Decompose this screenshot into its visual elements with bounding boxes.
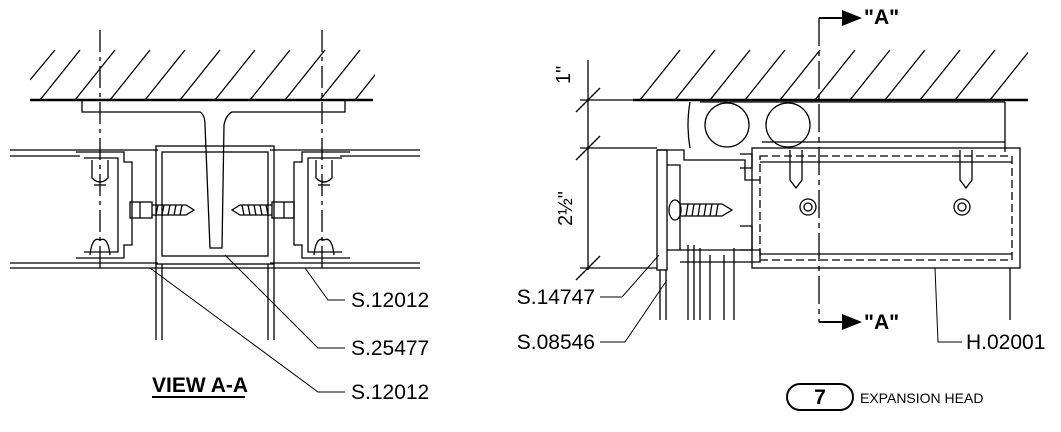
right-callout-2: S.08546 [517, 331, 595, 354]
head-channel-hole-1 [799, 198, 817, 216]
detail-number-tag [786, 383, 854, 411]
left-top-clip [91, 160, 109, 183]
backer-rod-2 [765, 102, 811, 148]
mullion-profile [657, 149, 760, 181]
detail-title: EXPANSION HEAD [860, 390, 983, 406]
right-callout-3: H.02001 [966, 331, 1045, 354]
left-callout-3: S.12012 [351, 381, 429, 404]
backer-rod-1 [704, 102, 750, 148]
left-screw [129, 201, 196, 219]
left-ceiling-hatch [30, 49, 375, 100]
left-leader-1 [304, 267, 345, 301]
section-mark-bottom: "A" [864, 311, 899, 334]
head-channel-hole-2 [953, 198, 971, 216]
left-bottom-clip [89, 238, 111, 256]
right-callout-1: S.14747 [517, 286, 595, 309]
dimension-top: 1" [553, 66, 575, 84]
right-leader-3 [934, 267, 962, 343]
left-channel-profile [76, 151, 133, 259]
right-top-clip [315, 160, 333, 183]
right-leader-1 [600, 254, 660, 298]
right-ceiling-hatch [639, 49, 1028, 100]
left-callout-1: S.12012 [351, 289, 429, 312]
right-view [575, 10, 1028, 411]
head-channel [751, 147, 1021, 269]
left-leader-2 [224, 254, 345, 349]
right-bottom-clip [313, 238, 335, 256]
detail-number: 7 [814, 386, 826, 409]
dimension-main: 2½" [555, 191, 577, 226]
view-title: VIEW A-A [152, 374, 248, 397]
section-mark-top: "A" [864, 6, 899, 29]
anchor-tee [81, 101, 346, 249]
left-view [10, 30, 420, 393]
mullion-screw [668, 199, 734, 221]
right-leader-2 [600, 279, 668, 343]
right-screw [230, 201, 295, 219]
left-callout-2: S.25477 [351, 337, 429, 360]
left-leader-3 [149, 267, 345, 393]
